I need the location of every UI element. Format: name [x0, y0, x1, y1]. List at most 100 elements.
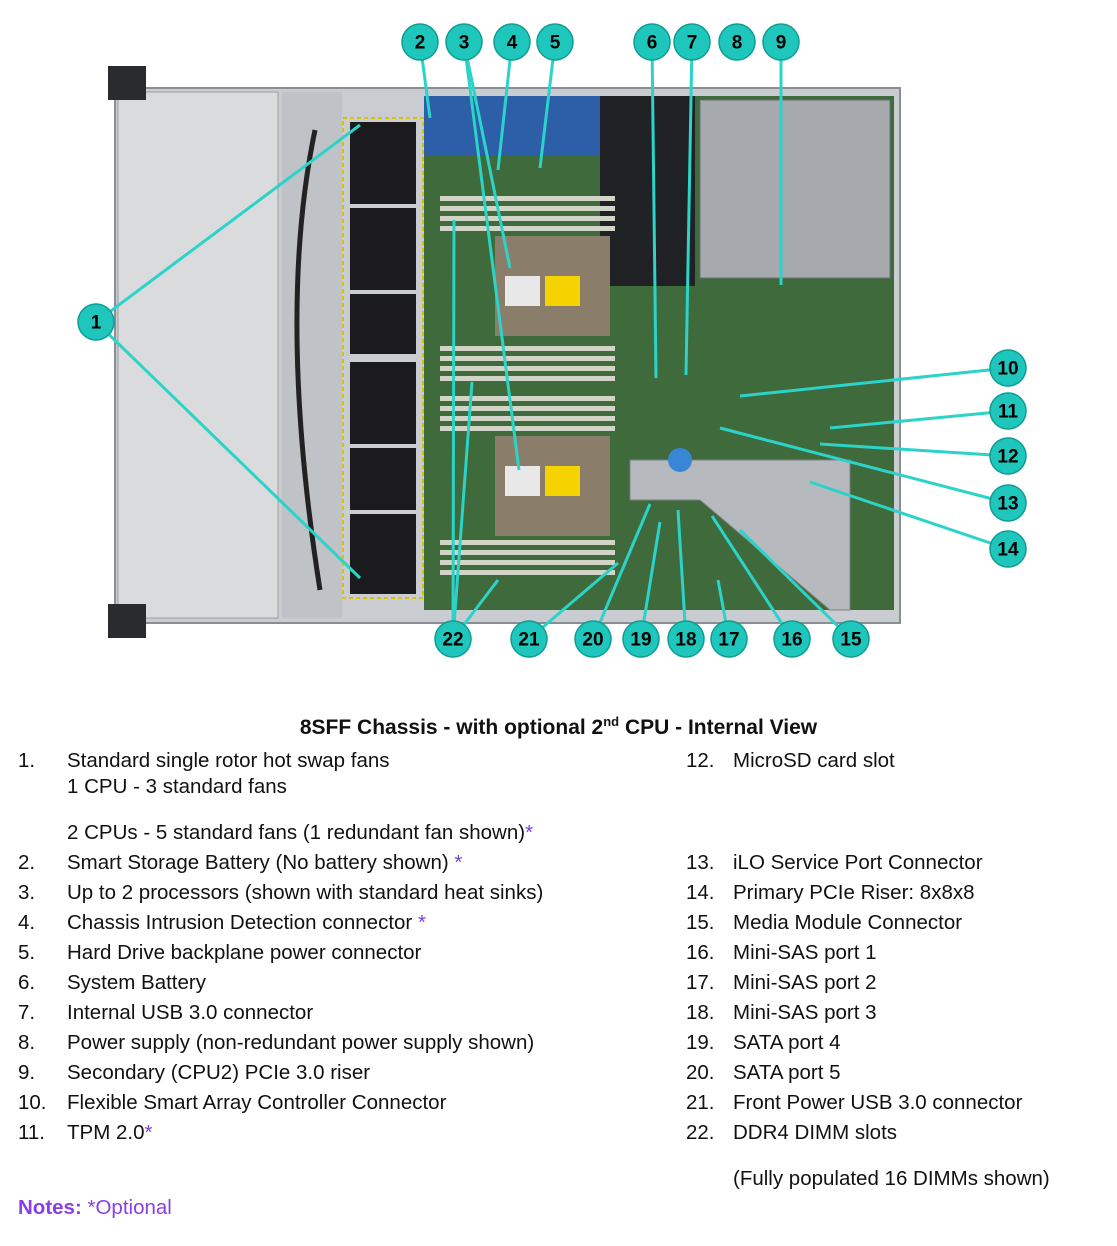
callout-19: 19	[622, 620, 660, 658]
legend-item-text: Up to 2 processors (shown with standard …	[67, 878, 543, 908]
notes-label: Notes:	[18, 1196, 82, 1219]
notes: Notes: *Optional	[18, 1196, 172, 1220]
legend-item-label: Mini-SAS port 3	[733, 1001, 877, 1024]
legend-item-text: Media Module Connector	[733, 908, 962, 938]
legend-item-number: 14.	[686, 881, 715, 904]
callout-number: 8	[732, 33, 743, 54]
legend-item-label: Smart Storage Battery (No battery shown)	[67, 851, 455, 874]
legend-item-label: Secondary (CPU2) PCIe 3.0 riser	[67, 1061, 371, 1084]
legend-item-number: 19.	[686, 1031, 715, 1054]
motherboard	[424, 96, 894, 611]
legend-item-label: TPM 2.0	[67, 1121, 145, 1144]
legend-item-text: SATA port 4	[733, 1028, 841, 1058]
legend-item-number: 3.	[18, 881, 36, 904]
legend-item-number: 21.	[686, 1091, 715, 1114]
legend-item-number: 17.	[686, 971, 715, 994]
callout-17: 17	[710, 620, 748, 658]
notes-text: *Optional	[81, 1196, 172, 1219]
legend-item-number: 4.	[18, 911, 36, 934]
legend-item-label: Up to 2 processors (shown with standard …	[67, 881, 544, 904]
callout-number: 21	[518, 630, 540, 651]
callout-2: 2	[401, 23, 439, 61]
callout-13: 13	[989, 484, 1027, 522]
legend-item-text: Standard single rotor hot swap fans	[67, 746, 390, 776]
caption-main: 8SFF Chassis - with optional 2	[299, 716, 604, 739]
legend-item-text: Primary PCIe Riser: 8x8x8	[733, 878, 975, 908]
legend-item-text: Smart Storage Battery (No battery shown)…	[67, 848, 462, 878]
callout-11: 11	[989, 392, 1027, 430]
legend-item-label: System Battery	[67, 971, 206, 994]
legend-item-number: 15.	[686, 911, 715, 934]
legend-item-label: Flexible Smart Array Controller Connecto…	[67, 1091, 447, 1114]
legend-item-label: Front Power USB 3.0 connector	[733, 1091, 1023, 1114]
callout-number: 10	[997, 359, 1018, 380]
legend-item-text: Front Power USB 3.0 connector	[733, 1088, 1022, 1118]
callout-6: 6	[633, 23, 671, 61]
legend-item-text: System Battery	[67, 968, 206, 998]
legend-item-text: Hard Drive backplane power connector	[67, 938, 421, 968]
callout-number: 4	[507, 33, 518, 54]
legend-item-label: Hard Drive backplane power connector	[67, 941, 422, 964]
legend-item-label: Internal USB 3.0 connector	[67, 1001, 314, 1024]
callout-1: 1	[77, 303, 115, 341]
optional-marker: *	[454, 851, 463, 874]
callout-number: 5	[550, 33, 561, 54]
callout-number: 19	[630, 630, 651, 651]
callout-number: 17	[718, 630, 739, 651]
callout-4: 4	[493, 23, 531, 61]
callout-5: 5	[536, 23, 574, 61]
callout-16: 16	[773, 620, 811, 658]
callout-number: 7	[687, 33, 698, 54]
callout-22: 22	[434, 620, 472, 658]
callout-3: 3	[445, 23, 483, 61]
legend-item-label: Chassis Intrusion Detection connector	[67, 911, 418, 934]
callout-number: 12	[997, 447, 1018, 468]
legend-item-label: 2 CPUs - 5 standard fans (1 redundant fa…	[67, 821, 526, 844]
callout-9: 9	[762, 23, 800, 61]
legend-item-label: SATA port 4	[733, 1031, 841, 1054]
legend-item-number: 2.	[18, 851, 36, 874]
callout-number: 3	[459, 33, 470, 54]
optional-marker: *	[417, 911, 426, 934]
callout-number: 15	[840, 630, 862, 651]
legend-item-number: 11.	[18, 1121, 45, 1144]
legend-item-number: 16.	[686, 941, 715, 964]
callout-14: 14	[989, 530, 1027, 568]
legend-item-label: DDR4 DIMM slots	[733, 1121, 898, 1144]
legend-item-number: 8.	[18, 1031, 36, 1054]
callout-number: 9	[776, 33, 787, 54]
legend-item-label: (Fully populated 16 DIMMs shown)	[733, 1167, 1050, 1190]
legend-item-label: Mini-SAS port 1	[733, 941, 877, 964]
legend-item-text: SATA port 5	[733, 1058, 841, 1088]
legend-item-text: Mini-SAS port 2	[733, 968, 877, 998]
legend-left-column: 1. Standard single rotor hot swap fans 1 C…	[18, 746, 658, 1156]
legend-item-label: 1 CPU - 3 standard fans	[67, 775, 287, 798]
legend-item-text: (Fully populated 16 DIMMs shown)	[733, 1164, 1050, 1194]
legend-item-text: DDR4 DIMM slots	[733, 1118, 897, 1148]
legend-item-number: 7.	[18, 1001, 36, 1024]
legend-item-number: 20.	[686, 1061, 715, 1084]
callout-7: 7	[673, 23, 711, 61]
legend-item-label: Power supply (non-redundant power supply…	[67, 1031, 535, 1054]
callout-10: 10	[989, 349, 1027, 387]
callout-number: 14	[997, 540, 1019, 561]
legend-item-number: 12.	[686, 749, 715, 772]
legend-item-text: iLO Service Port Connector	[733, 848, 983, 878]
legend-item-text: 2 CPUs - 5 standard fans (1 redundant fa…	[67, 818, 533, 848]
legend-item-text: Mini-SAS port 3	[733, 998, 877, 1028]
callout-number: 16	[781, 630, 802, 651]
callout-number: 11	[998, 402, 1019, 423]
legend-item-number: 18.	[686, 1001, 715, 1024]
legend-item-label: Mini-SAS port 2	[733, 971, 877, 994]
legend-item-text: Power supply (non-redundant power supply…	[67, 1028, 534, 1058]
figure-caption: 8SFF Chassis - with optional 2nd CPU - I…	[0, 714, 1117, 740]
legend-item-number: 6.	[18, 971, 36, 994]
callout-8: 8	[718, 23, 756, 61]
callout-number: 22	[442, 630, 463, 651]
legend-item-number: 5.	[18, 941, 36, 964]
legend-item-label: Standard single rotor hot swap fans	[67, 749, 390, 772]
legend-item-number: 1.	[18, 749, 36, 772]
